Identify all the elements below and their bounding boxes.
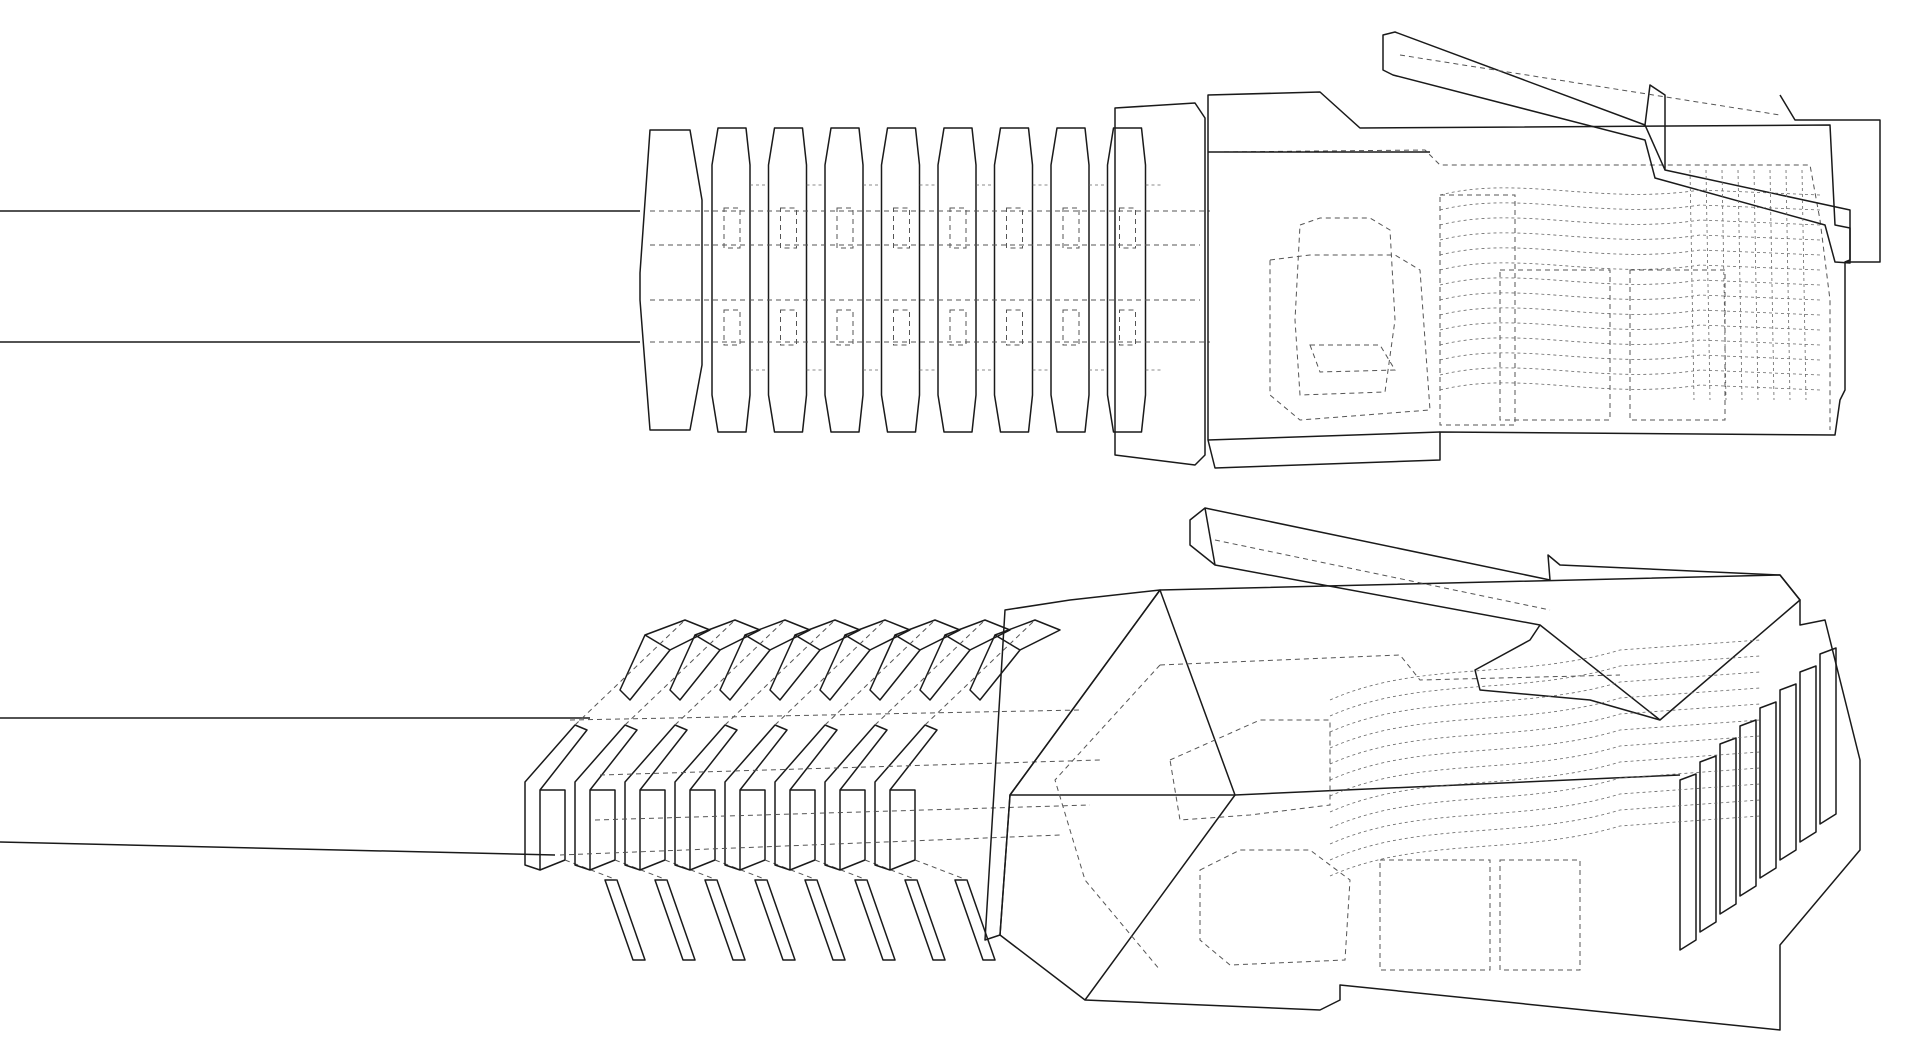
boot-rib-top — [880, 127, 938, 433]
contact-wire-top — [1439, 202, 1821, 211]
contact-wire-top — [1439, 217, 1821, 226]
contact-wire-top — [1439, 247, 1821, 256]
cable-bottom — [0, 717, 590, 856]
contact-fin-bottom — [1699, 755, 1717, 933]
connector-side-view — [0, 31, 1881, 469]
contact-pin-top — [1801, 169, 1807, 401]
boot-rib-bottom — [824, 619, 1011, 961]
contact-wire-top — [1439, 232, 1821, 241]
contact-pin-top — [1753, 169, 1759, 401]
boot-rib-bottom — [624, 619, 811, 961]
latch-window-top — [1269, 217, 1431, 421]
boot-rib-bottom — [574, 619, 761, 961]
boot-collar-top — [1114, 102, 1206, 466]
boot-hidden-lines-bottom — [559, 709, 1101, 856]
connector-body-top — [1207, 91, 1851, 469]
latch-tip-top — [1779, 94, 1881, 263]
contact-pin-top — [1769, 169, 1775, 401]
contact-fin-bottom — [1759, 701, 1777, 879]
boot-rib-top — [993, 127, 1051, 433]
latch-clip-top — [1382, 31, 1851, 264]
boot-ribs-bottom — [524, 619, 1061, 961]
contact-pin-top — [1689, 169, 1695, 401]
boot-rib-top — [1106, 127, 1164, 433]
contact-pins-top — [1439, 169, 1821, 401]
connector-perspective-view — [0, 507, 1861, 1031]
body-inner-outline-top — [1214, 149, 1831, 430]
boot-rib-top — [1050, 127, 1107, 433]
contact-wire-top — [1439, 262, 1821, 271]
boot-rib-top — [767, 127, 825, 433]
boot-rib-top — [937, 127, 994, 433]
cable-top — [0, 210, 640, 343]
contact-blocks-top — [1439, 194, 1726, 426]
boot-rib-bottom — [874, 619, 1061, 961]
contact-fin-bottom — [1719, 737, 1737, 915]
contact-pin-top — [1721, 169, 1727, 401]
contact-wire-bottom — [1329, 639, 1761, 701]
contact-pin-top — [1705, 169, 1711, 401]
boot-end-cap-top — [639, 129, 703, 431]
boot-ribs-top — [711, 127, 1164, 433]
connector-body-bottom — [999, 574, 1861, 1031]
contact-pin-top — [1785, 169, 1791, 401]
contact-pin-top — [1737, 169, 1743, 401]
contact-fin-bottom — [1779, 683, 1797, 861]
contact-fin-bottom — [1799, 665, 1817, 843]
boot-rib-top — [824, 127, 881, 433]
contact-fin-bottom — [1739, 719, 1757, 897]
latch-clip-bottom — [1189, 507, 1801, 721]
contact-fin-bottom — [1679, 773, 1697, 951]
boot-hidden-lines-top — [650, 210, 1210, 343]
boot-rib-top — [711, 127, 768, 433]
contact-fins-bottom — [1679, 647, 1837, 951]
latch-window-bottom — [1169, 719, 1581, 971]
boot-rib-bottom — [524, 619, 711, 961]
contact-fin-bottom — [1819, 647, 1837, 825]
